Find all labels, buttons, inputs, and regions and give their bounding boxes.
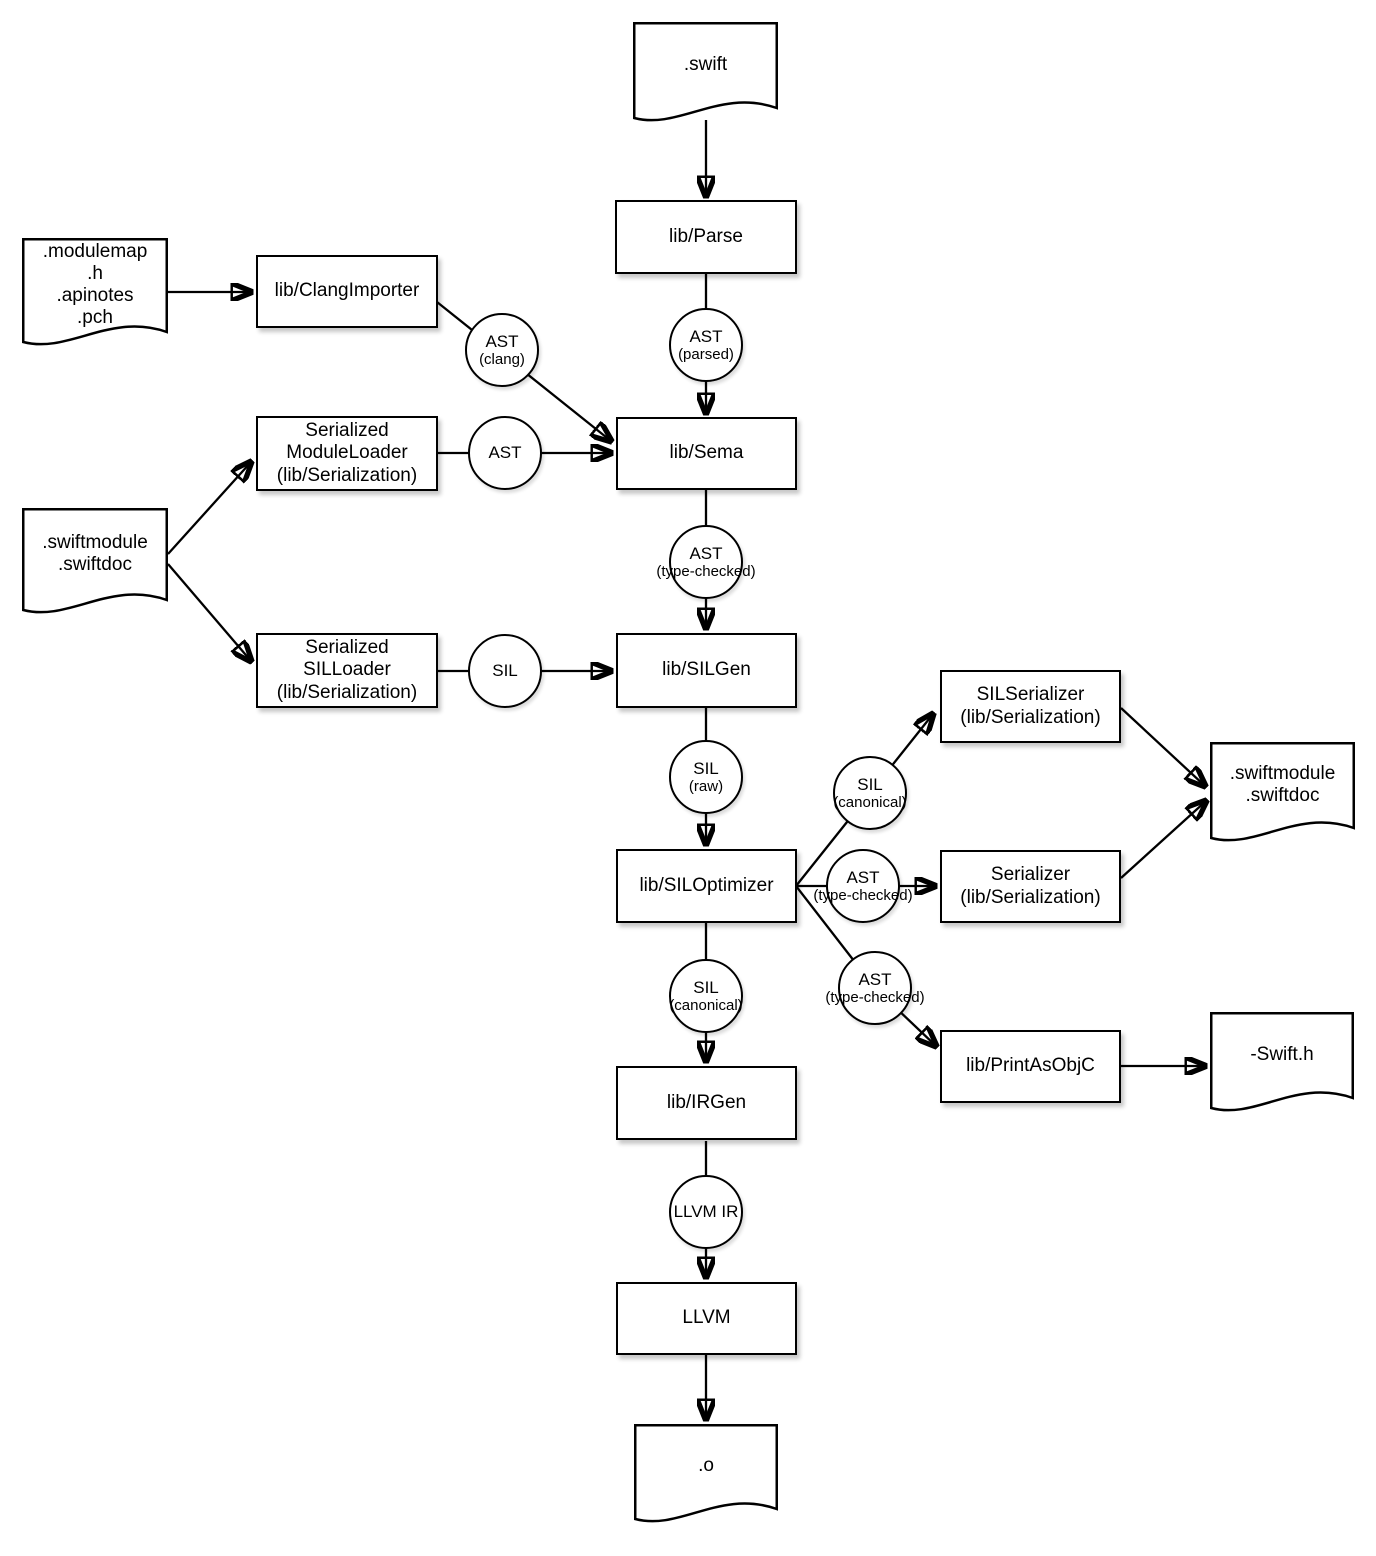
stage-label: lib/SILGen [662, 659, 751, 681]
document-shape [1210, 1012, 1354, 1112]
artifact-badge-ast: AST [468, 416, 542, 490]
stage-node-clang-importer: lib/ClangImporter [256, 255, 438, 328]
document-shape [633, 22, 778, 122]
artifact-sublabel: (parsed) [678, 346, 734, 364]
artifact-sublabel: (canonical) [669, 997, 743, 1015]
stage-node-irgen: lib/IRGen [616, 1066, 797, 1140]
file-node-clang-inputs: .modulemap .h .apinotes .pch [22, 238, 168, 360]
edge-serializer-to-swiftmodule [1120, 801, 1206, 879]
file-label: .swiftmodule .swiftdoc [42, 531, 148, 575]
stage-node-module-loader: Serialized ModuleLoader (lib/Serializati… [256, 416, 438, 491]
stage-node-parse: lib/Parse [615, 200, 797, 274]
edge-silserializer-to-swiftmodule [1120, 707, 1205, 786]
document-shape [22, 238, 168, 346]
file-node-swiftmodule-output: .swiftmodule .swiftdoc [1210, 742, 1355, 856]
document-shape [22, 508, 168, 614]
artifact-badge-llvm-ir: LLVM IR [669, 1175, 743, 1249]
artifact-label: SIL [492, 661, 518, 681]
document-shape [634, 1424, 778, 1523]
stage-node-sil-loader: Serialized SILLoader (lib/Serialization) [256, 633, 438, 708]
artifact-label: SIL [693, 977, 719, 997]
artifact-label: AST [485, 331, 519, 351]
file-node-object-file: .o [634, 1424, 778, 1537]
stage-label: Serializer (lib/Serialization) [960, 864, 1101, 908]
artifact-label: AST [689, 326, 723, 346]
file-label: .modulemap .h .apinotes .pch [42, 240, 148, 329]
artifact-sublabel: (type-checked) [813, 887, 913, 905]
edge-swiftmodule-to-moduleloader [167, 462, 251, 555]
file-label: .swift [683, 53, 728, 75]
stage-node-sil-serializer: SILSerializer (lib/Serialization) [940, 670, 1121, 743]
artifact-sublabel: (raw) [688, 778, 724, 796]
artifact-badge-sil-raw: SIL (raw) [669, 740, 743, 814]
stage-node-print-as-objc: lib/PrintAsObjC [940, 1030, 1121, 1103]
stage-node-silgen: lib/SILGen [616, 633, 797, 708]
stage-label: lib/Parse [669, 225, 743, 247]
artifact-badge-ast-clang: AST (clang) [465, 313, 539, 387]
stage-node-serializer: Serializer (lib/Serialization) [940, 850, 1121, 923]
stage-node-sema: lib/Sema [616, 417, 797, 490]
file-node-objc-header: -Swift.h [1210, 1012, 1354, 1126]
stage-node-sil-optimizer: lib/SILOptimizer [616, 849, 797, 923]
document-shape [1210, 742, 1355, 842]
artifact-sublabel: (type-checked) [656, 563, 756, 581]
artifact-badge-sil: SIL [468, 634, 542, 708]
stage-label: lib/ClangImporter [274, 280, 420, 302]
artifact-badge-sil-canonical-serialize: SIL (canonical) [833, 756, 907, 830]
stage-label: Serialized ModuleLoader (lib/Serializati… [276, 419, 418, 486]
stage-label: Serialized SILLoader (lib/Serialization) [276, 636, 418, 703]
artifact-label: AST [488, 443, 522, 463]
artifact-badge-ast-parsed: AST (parsed) [669, 308, 743, 382]
artifact-sublabel: (canonical) [833, 794, 907, 812]
artifact-label: LLVM IR [673, 1202, 739, 1222]
artifact-badge-ast-type-checked-serialize: AST (type-checked) [813, 849, 913, 923]
stage-label: LLVM [682, 1307, 731, 1329]
artifact-label: AST [689, 543, 723, 563]
file-label: .o [698, 1455, 714, 1477]
artifact-label: AST [858, 969, 892, 989]
stage-node-llvm: LLVM [616, 1282, 797, 1355]
artifact-sublabel: (clang) [479, 351, 525, 369]
stage-label: lib/Sema [669, 442, 744, 464]
artifact-badge-ast-type-checked-sema: AST (type-checked) [656, 525, 756, 599]
artifact-label: SIL [693, 758, 719, 778]
file-label: .swiftmodule .swiftdoc [1229, 762, 1336, 806]
artifact-badge-sil-canonical-irgen: SIL (canonical) [669, 959, 743, 1033]
stage-label: SILSerializer (lib/Serialization) [960, 684, 1101, 728]
file-node-swiftmodule-input: .swiftmodule .swiftdoc [22, 508, 168, 628]
stage-label: lib/SILOptimizer [639, 874, 774, 896]
edge-swiftmodule-to-silloader [167, 563, 251, 661]
artifact-sublabel: (type-checked) [825, 989, 925, 1007]
stage-label: lib/PrintAsObjC [966, 1055, 1095, 1077]
artifact-label: SIL [857, 774, 883, 794]
artifact-label: AST [846, 867, 880, 887]
stage-label: lib/IRGen [666, 1091, 747, 1113]
file-label: -Swift.h [1250, 1043, 1314, 1065]
file-node-swift-source: .swift [633, 22, 778, 136]
artifact-badge-ast-type-checked-objc: AST (type-checked) [825, 951, 925, 1025]
